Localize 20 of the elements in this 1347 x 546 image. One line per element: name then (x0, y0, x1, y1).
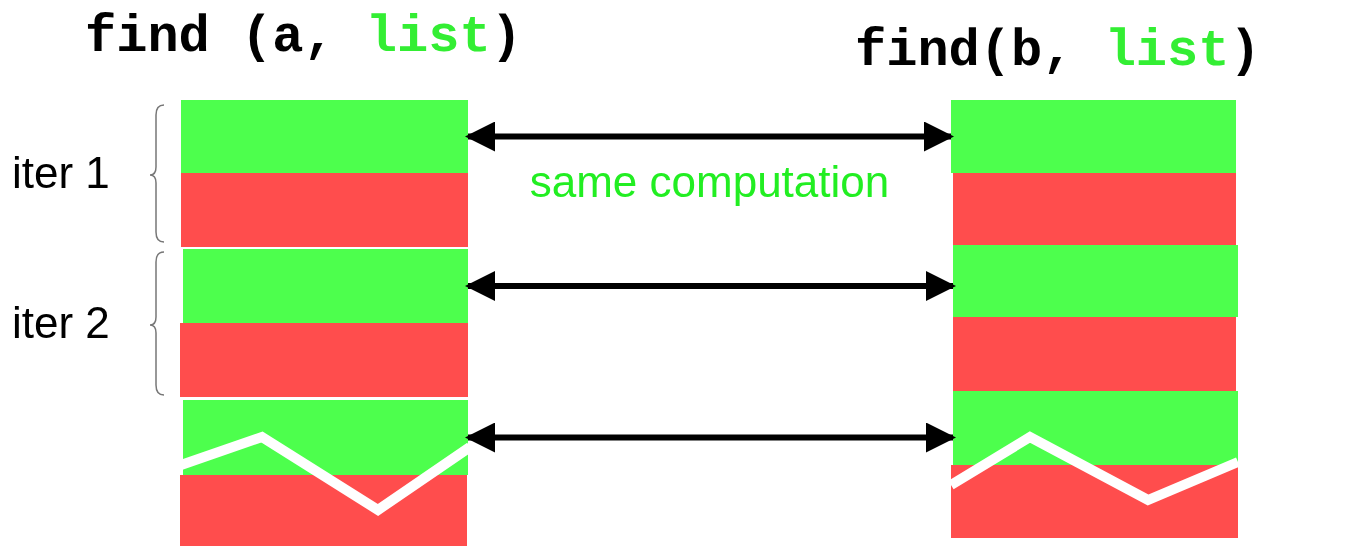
function-call-heading: find (a, list) (85, 8, 522, 67)
stack-block (183, 249, 468, 323)
iteration-label: iter 1 (12, 148, 110, 198)
stack-block (180, 323, 468, 397)
stack-block (181, 100, 468, 173)
function-call-heading: find(b, list) (855, 22, 1261, 81)
double-arrow (465, 422, 956, 453)
stack-block (951, 465, 1238, 538)
iteration-label: iter 2 (12, 298, 110, 348)
stack-block (953, 391, 1238, 465)
stack-block (183, 400, 468, 475)
stack-block (953, 317, 1236, 391)
stack-block (181, 173, 468, 247)
stack-block (951, 100, 1236, 173)
double-arrow (465, 271, 956, 301)
stack-block (953, 173, 1236, 245)
stack-block (180, 475, 467, 546)
stack-block (953, 245, 1238, 317)
double-arrow (465, 121, 954, 152)
edge-label: same computation (529, 156, 890, 207)
